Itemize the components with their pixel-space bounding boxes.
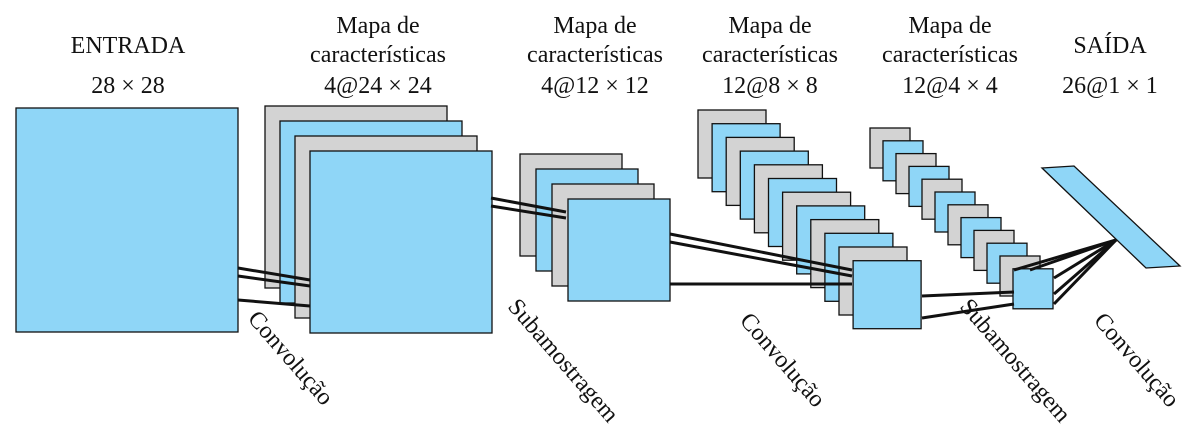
- conn-c2-s2-b: [921, 302, 1015, 320]
- output-title: SAÍDA: [1073, 33, 1147, 59]
- c1-title-line2: características: [310, 42, 446, 68]
- s1-title-line2: características: [527, 42, 663, 68]
- connection-lines-layer: [237, 196, 1118, 320]
- output-dims: 26@1 × 1: [1062, 73, 1158, 99]
- s1-feature-map-4: [567, 198, 671, 302]
- output-layer: [1040, 165, 1182, 269]
- conn-s2-out-e: [1052, 238, 1118, 306]
- s2-feature-map-12: [1012, 268, 1054, 310]
- c1-title-line1: Mapa de: [336, 13, 420, 39]
- c1-dims: 4@24 × 24: [324, 73, 432, 99]
- input-dims: 28 × 28: [91, 73, 165, 99]
- conn-s1-c2-a: [669, 232, 853, 272]
- input-title: ENTRADA: [70, 33, 186, 59]
- s2-dims: 12@4 × 4: [902, 73, 998, 99]
- s2-title-line2: características: [882, 42, 1018, 68]
- conn-input-c1-b: [237, 274, 311, 288]
- conn-c2-s2-a: [921, 290, 1015, 298]
- c2-feature-map-12: [852, 260, 922, 330]
- c2-title-line1: Mapa de: [728, 13, 812, 39]
- s1-title-line1: Mapa de: [553, 13, 637, 39]
- conn-s2-out-b: [1029, 238, 1117, 272]
- feature-maps-layer: [15, 105, 1182, 334]
- s2-title-line1: Mapa de: [908, 13, 992, 39]
- input-map: [15, 107, 239, 333]
- c2-title-line2: características: [702, 42, 838, 68]
- conn-c1-s1-b: [490, 204, 567, 220]
- conn-c1-s1-a: [490, 196, 567, 214]
- conn-input-c1-c: [237, 298, 311, 308]
- conn-s1-c2-b: [669, 240, 853, 278]
- c2-dims: 12@8 × 8: [722, 73, 818, 99]
- s1-dims: 4@12 × 12: [541, 73, 649, 99]
- conn-s2-out-c: [1053, 238, 1117, 280]
- conn-input-c1-a: [237, 266, 311, 282]
- c1-feature-map-4: [309, 150, 493, 334]
